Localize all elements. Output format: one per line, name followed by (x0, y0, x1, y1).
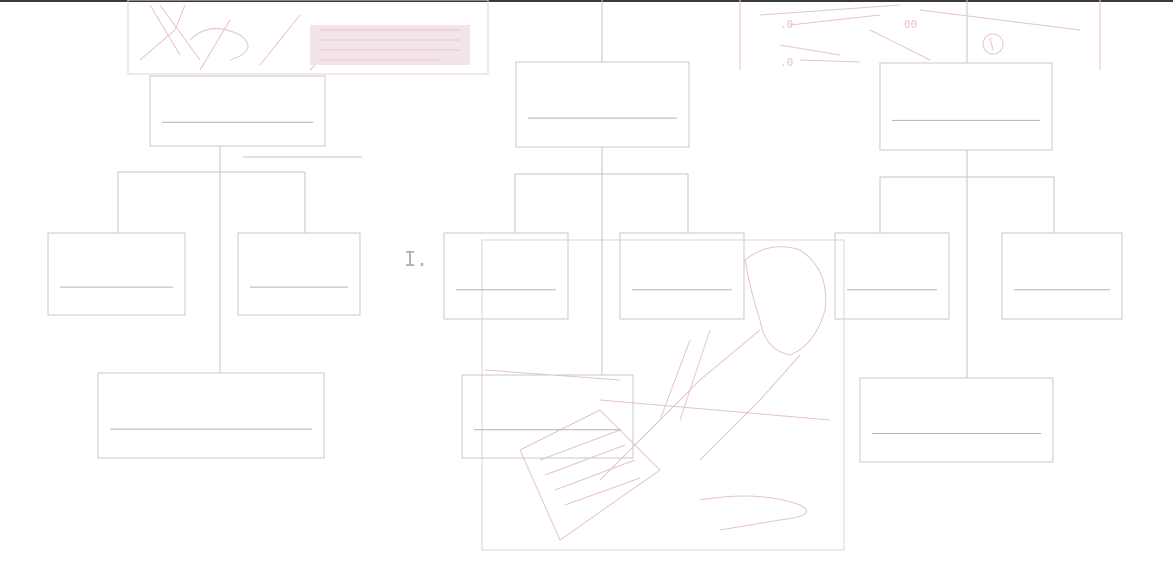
svg-text:.0: .0 (780, 56, 793, 69)
left-leaf-box[interactable] (98, 373, 324, 458)
tree-boxes (48, 62, 1122, 462)
right-branch-box-right-frame (1002, 233, 1122, 319)
section-numeral: I. (404, 247, 428, 271)
svg-text:00: 00 (904, 18, 917, 31)
right-branch-box-right[interactable] (1002, 233, 1122, 319)
left-leaf-box-frame (98, 373, 324, 458)
middle-branch-box-right-frame (620, 233, 744, 319)
top-right-sketch: .0 .0 00 (740, 0, 1100, 70)
middle-leaf-box[interactable] (462, 375, 633, 458)
right-root-box[interactable] (880, 63, 1052, 150)
left-branch-box-right-frame (238, 233, 360, 315)
center-writing-sketch (482, 240, 844, 550)
right-root-box-frame (880, 63, 1052, 150)
middle-branch-box-left-frame (444, 233, 568, 319)
right-leaf-box-frame (860, 378, 1053, 462)
left-branch-box-left[interactable] (48, 233, 185, 315)
svg-text:.0: .0 (780, 18, 793, 31)
middle-root-box-frame (516, 62, 689, 147)
right-branch-box-left[interactable] (835, 233, 949, 319)
tree-connectors (118, 0, 1054, 378)
right-branch-box-left-frame (835, 233, 949, 319)
middle-leaf-box-frame (462, 375, 633, 458)
left-root-box-frame (150, 76, 325, 146)
middle-branch-box-left[interactable] (444, 233, 568, 319)
left-root-box[interactable] (150, 76, 325, 146)
left-branch-box-left-frame (48, 233, 185, 315)
left-branch-box-right[interactable] (238, 233, 360, 315)
middle-root-box[interactable] (516, 62, 689, 147)
right-leaf-box[interactable] (860, 378, 1053, 462)
top-left-sketch (128, 0, 488, 74)
middle-branch-box-right[interactable] (620, 233, 744, 319)
